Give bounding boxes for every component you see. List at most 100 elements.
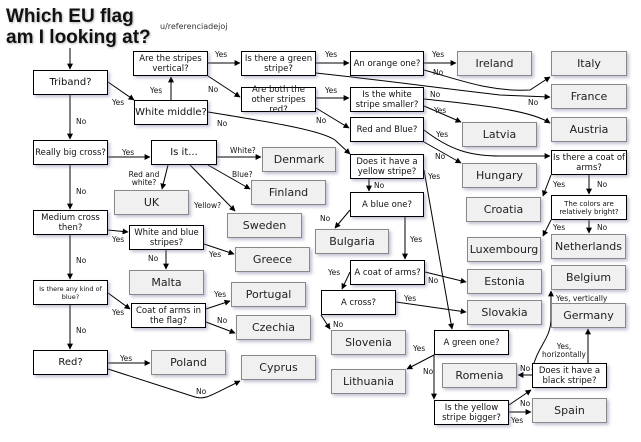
edge-label: Yes xyxy=(413,344,426,353)
country-romenia: Romenia xyxy=(442,363,517,388)
edge-label: Yes xyxy=(325,50,338,59)
edge-label: Yes xyxy=(404,294,417,303)
country-belgium: Belgium xyxy=(551,265,626,290)
country-italy: Italy xyxy=(551,51,627,76)
question-yellow-stripe: Does it have a yellow stripe? xyxy=(350,154,424,179)
question-coat-in-flag: Coat of arms in the flag? xyxy=(131,303,206,328)
question-both-red: Are both the other stripes red? xyxy=(241,85,316,115)
country-hungary: Hungary xyxy=(462,163,537,188)
edge-label: Yes xyxy=(511,416,524,425)
edge-label: Yes xyxy=(436,130,449,139)
country-lithuania: Lithuania xyxy=(331,369,406,394)
question-big-cross: Really big cross? xyxy=(33,140,108,165)
edge-label: No xyxy=(76,117,87,126)
edge-label: Yes xyxy=(553,180,566,189)
country-estonia: Estonia xyxy=(467,269,542,294)
edge-label: Yes xyxy=(112,308,125,317)
edge-label: Blue? xyxy=(232,170,253,179)
country-slovenia: Slovenia xyxy=(331,330,406,355)
question-coat-of-arms-top: Is there a coat of arms? xyxy=(551,150,627,175)
country-luxembourg: Luxembourg xyxy=(467,237,541,262)
edge-label: White? xyxy=(230,146,256,155)
question-black-stripe: Does it have a black stripe? xyxy=(532,363,607,388)
country-austria: Austria xyxy=(551,117,627,142)
edge-label: Yes xyxy=(432,50,445,59)
edge-label: Yes xyxy=(214,290,227,299)
country-france: France xyxy=(551,84,627,109)
edge-label: No xyxy=(374,181,385,190)
country-sweden: Sweden xyxy=(227,213,302,238)
question-red-blue: Red and Blue? xyxy=(350,117,424,142)
question-white-smaller: Is the white stripe smaller? xyxy=(350,87,424,112)
edge-label: Yellow? xyxy=(194,201,222,210)
edge-label: Yes xyxy=(328,268,341,277)
edge-label: No xyxy=(316,116,327,125)
edge-label: No xyxy=(597,223,608,232)
country-finland: Finland xyxy=(251,180,326,205)
question-white-blue-stripes: White and blue stripes? xyxy=(129,225,204,250)
question-medium-cross: Medium cross then? xyxy=(33,210,108,235)
edge-label: No xyxy=(320,214,331,223)
edge-label: Yes, horizontally xyxy=(542,342,586,359)
edge-label: No xyxy=(433,68,444,77)
edge-label: No xyxy=(148,254,159,263)
edge-label: Yes xyxy=(209,250,222,259)
country-poland: Poland xyxy=(151,350,226,375)
title-line-1: Which EU flag xyxy=(6,6,134,27)
edge-label: No xyxy=(217,119,228,128)
country-denmark: Denmark xyxy=(262,147,336,172)
country-latvia: Latvia xyxy=(462,122,537,147)
question-is-it: Is it... xyxy=(151,140,217,165)
author-credit: u/referenciadejoj xyxy=(160,22,228,31)
edge-label: Yes xyxy=(410,235,423,244)
country-portugal: Portugal xyxy=(231,282,306,307)
country-germany: Germany xyxy=(551,303,626,328)
edge-label: No xyxy=(196,387,207,396)
country-ireland: Ireland xyxy=(457,51,532,76)
country-spain: Spain xyxy=(532,398,607,423)
country-czechia: Czechia xyxy=(236,315,311,340)
country-cyprus: Cyprus xyxy=(241,355,316,380)
edge-label: Yes xyxy=(120,354,133,363)
edge-label: No xyxy=(423,367,434,376)
question-green-one: A green one? xyxy=(434,330,509,355)
question-yellow-bigger: Is the yellow stripe bigger? xyxy=(434,400,509,425)
question-coat-of-arms: A coat of arms? xyxy=(350,260,425,285)
question-any-blue: Is there any kind of blue? xyxy=(33,280,108,305)
edge-label: No xyxy=(208,85,219,94)
country-uk: UK xyxy=(114,190,189,215)
country-netherlands: Netherlands xyxy=(551,234,626,259)
edge-label: No xyxy=(430,90,441,99)
edge-label: No xyxy=(76,256,87,265)
question-triband: Triband? xyxy=(33,70,108,95)
country-malta: Malta xyxy=(129,270,204,295)
edge-label: Yes xyxy=(112,235,125,244)
edge-label: No xyxy=(520,399,531,408)
edge-label: Yes xyxy=(434,106,447,115)
edge-label: Yes xyxy=(428,172,441,181)
country-bulgaria: Bulgaria xyxy=(315,229,389,254)
country-slovakia: Slovakia xyxy=(467,300,542,325)
edge-label: Yes xyxy=(553,223,566,232)
edge-label: Yes xyxy=(122,148,135,157)
edge-label: No xyxy=(528,98,539,107)
question-green-stripe: Is there a green stripe? xyxy=(241,51,316,76)
question-stripes-vertical: Are the stripes vertical? xyxy=(133,51,208,76)
question-red: Red? xyxy=(33,350,108,375)
edge-label: Yes, vertically xyxy=(556,294,608,303)
edge-label: No xyxy=(435,152,446,161)
edge-label: Yes xyxy=(325,86,338,95)
edge-label: No xyxy=(217,316,228,325)
edge-label: No xyxy=(520,364,531,373)
country-croatia: Croatia xyxy=(466,197,541,222)
edge-label: Red and white? xyxy=(128,170,160,187)
edge-label: No xyxy=(428,276,439,285)
chart-title: Which EU flag am I looking at? xyxy=(6,6,151,48)
question-bright-colors: The colors are relatively bright? xyxy=(551,195,627,220)
edge-label: Yes xyxy=(215,50,228,59)
edge-label: No xyxy=(76,326,87,335)
edge-label: Yes xyxy=(112,98,125,107)
edge-label: No xyxy=(597,180,608,189)
title-line-2: am I looking at? xyxy=(6,27,151,48)
